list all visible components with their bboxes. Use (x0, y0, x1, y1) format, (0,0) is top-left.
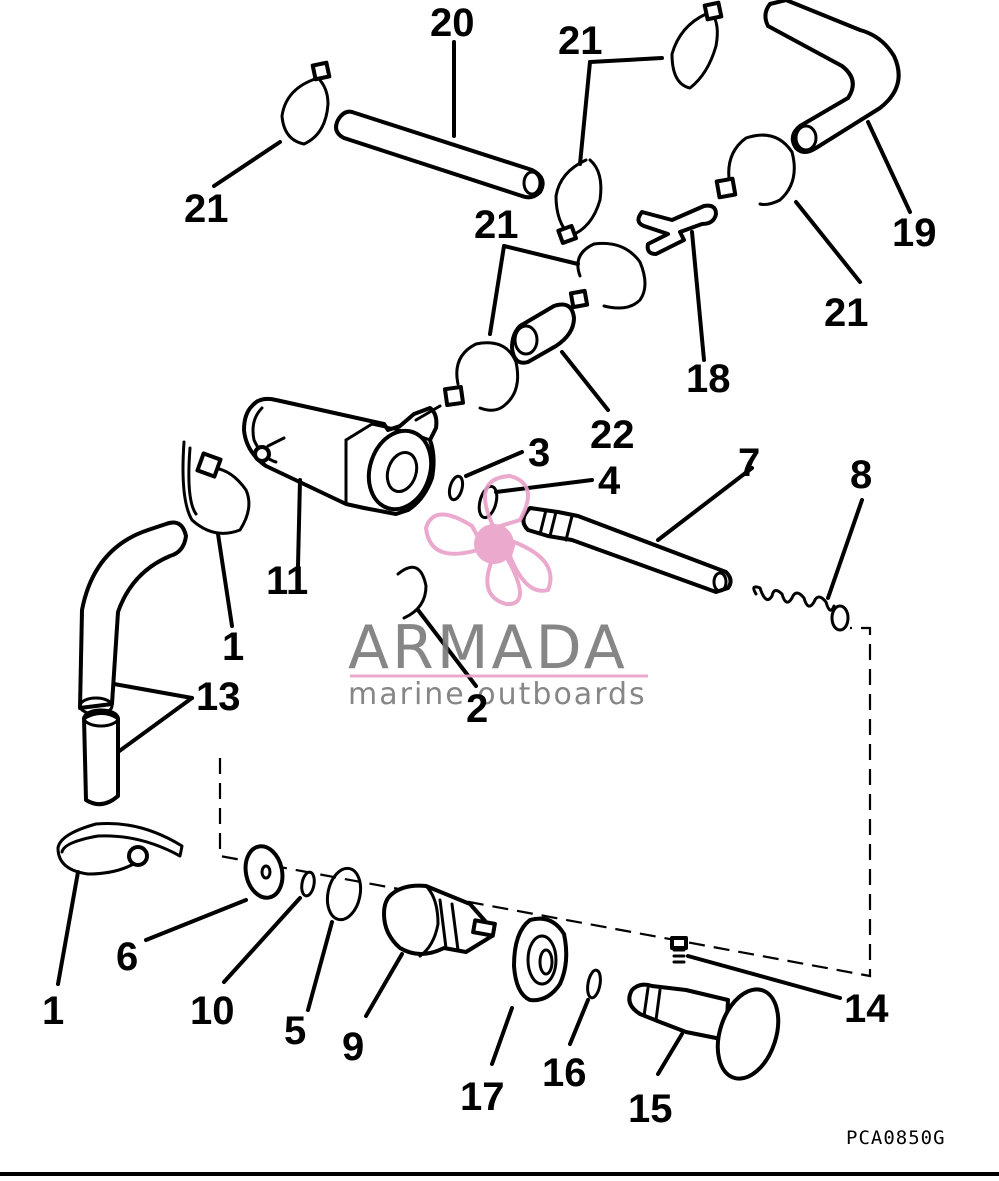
callout-22: 22 (590, 413, 635, 457)
callout-19: 19 (892, 211, 937, 255)
seal-5 (325, 866, 363, 922)
clamp-21-upper-right (670, 0, 724, 90)
callout-16: 16 (542, 1051, 587, 1095)
callout-labels: 20 21 21 19 21 21 18 22 3 4 7 8 11 1 13 … (42, 1, 937, 1131)
tee-fitting-18 (636, 203, 718, 256)
sleeve-22 (510, 302, 576, 365)
o-ring-10 (300, 870, 316, 898)
diagram-code: PCA0850G (846, 1127, 946, 1149)
hose-13-lower (82, 708, 120, 807)
callout-9: 9 (342, 1025, 364, 1069)
screw-14 (670, 936, 688, 964)
o-ring-16 (586, 968, 602, 1000)
bottom-rule (0, 1172, 999, 1176)
shaft-7 (521, 506, 733, 594)
callout-13: 13 (196, 675, 241, 719)
fitting-9 (382, 883, 497, 958)
callout-18: 18 (686, 357, 731, 401)
clip-2 (396, 565, 428, 620)
callout-2: 2 (466, 687, 488, 731)
spring-8 (752, 585, 850, 632)
clamp-1-upper (181, 440, 251, 535)
callout-1-lower: 1 (42, 989, 64, 1033)
callout-7: 7 (738, 441, 760, 485)
callout-11: 11 (266, 559, 308, 603)
hose-13-upper (78, 520, 188, 716)
callout-10: 10 (190, 989, 235, 1033)
clamp-1-lower (56, 822, 184, 876)
hose-20 (334, 109, 545, 200)
callout-14: 14 (844, 987, 889, 1031)
propeller-logo (423, 473, 553, 607)
watermark-brand: ARMADA (348, 613, 628, 683)
callout-5: 5 (284, 1009, 306, 1053)
callout-15: 15 (628, 1087, 673, 1131)
callout-21-right: 21 (824, 291, 869, 335)
clamp-21-lower (442, 341, 520, 412)
callout-8: 8 (850, 453, 872, 497)
callout-3: 3 (528, 431, 550, 475)
watermark: ARMADA marine outboards (348, 473, 648, 712)
hose-19 (763, 0, 901, 154)
callout-1-upper: 1 (222, 625, 244, 669)
callout-21-top: 21 (558, 19, 603, 63)
clamp-21-center (568, 241, 647, 310)
callout-4: 4 (598, 459, 621, 503)
clamp-21-upper-left (280, 60, 332, 146)
watermark-tagline: marine outboards (348, 677, 647, 712)
callout-21-left: 21 (184, 187, 229, 231)
clamp-21-middle (554, 158, 603, 245)
o-ring-3 (447, 474, 465, 502)
o-ring-4 (477, 484, 499, 520)
leader-lines (56, 40, 912, 1076)
assembly-dash-group (218, 626, 872, 978)
callout-6: 6 (116, 935, 138, 979)
washer-6 (243, 844, 285, 900)
callout-20: 20 (430, 1, 475, 45)
callout-21-center: 21 (474, 203, 519, 247)
callout-17: 17 (460, 1075, 505, 1119)
housing-11 (242, 396, 442, 516)
nut-17 (512, 916, 569, 1003)
clamp-21-right (714, 133, 796, 206)
knob-15 (627, 982, 781, 1081)
